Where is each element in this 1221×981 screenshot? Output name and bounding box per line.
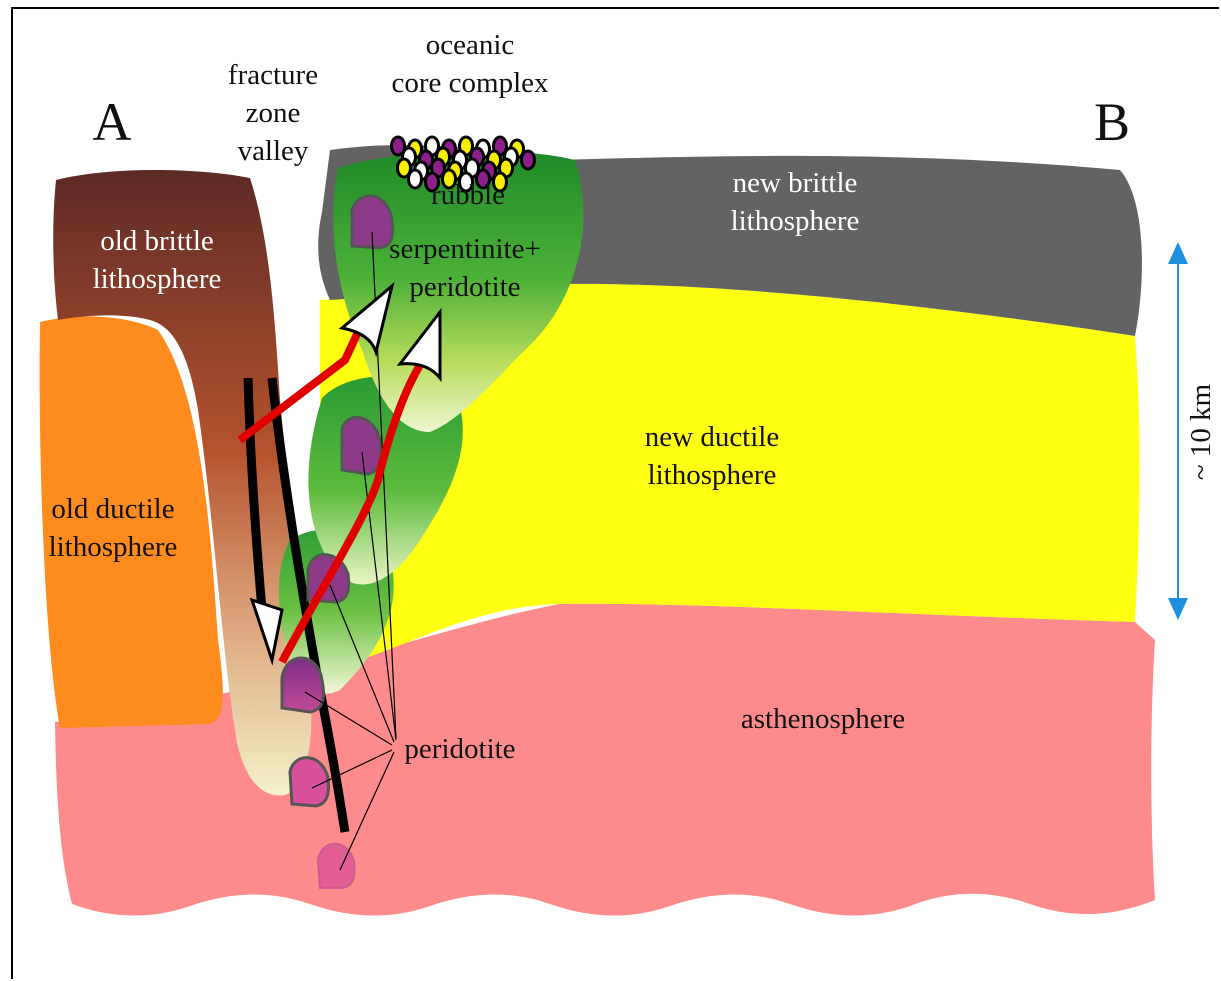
old-brittle-label-line1: old brittle	[100, 225, 214, 257]
core-complex-label-line1: oceanic	[426, 29, 515, 61]
asthenosphere-label: asthenosphere	[741, 703, 905, 735]
peridotite-blob	[290, 758, 329, 806]
rubble-label: rubble	[431, 179, 505, 211]
fracture-zone-label-line1: fracture	[228, 59, 318, 91]
new-ductile-label-line1: new ductile	[645, 421, 779, 453]
point-a-label: A	[93, 92, 132, 152]
old-brittle-label-line2: lithosphere	[93, 263, 222, 295]
scale-label: ~ 10 km	[1185, 383, 1217, 480]
rubble-clast	[522, 151, 535, 169]
peridotite-blob	[282, 658, 324, 712]
new-ductile-label-line2: lithosphere	[648, 459, 777, 491]
point-b-label: B	[1094, 92, 1130, 152]
serpentinite-label-line1: serpentinite+	[389, 233, 541, 265]
old-ductile-label-line2: lithosphere	[49, 531, 178, 563]
core-complex-label-line2: core complex	[391, 67, 549, 99]
rubble-clast	[409, 170, 422, 188]
peridotite-blob	[342, 417, 381, 474]
serpentinite-label-line2: peridotite	[409, 271, 520, 303]
peridotite-label: peridotite	[404, 733, 515, 765]
asthenosphere-layer	[55, 604, 1155, 916]
new-brittle-label-line1: new brittle	[733, 167, 858, 199]
fracture-zone-label-line2: zone	[246, 97, 301, 129]
new-brittle-label-line2: lithosphere	[731, 205, 860, 237]
fracture-zone-label-line3: valley	[238, 135, 309, 167]
old-ductile-label-line1: old ductile	[51, 493, 174, 525]
